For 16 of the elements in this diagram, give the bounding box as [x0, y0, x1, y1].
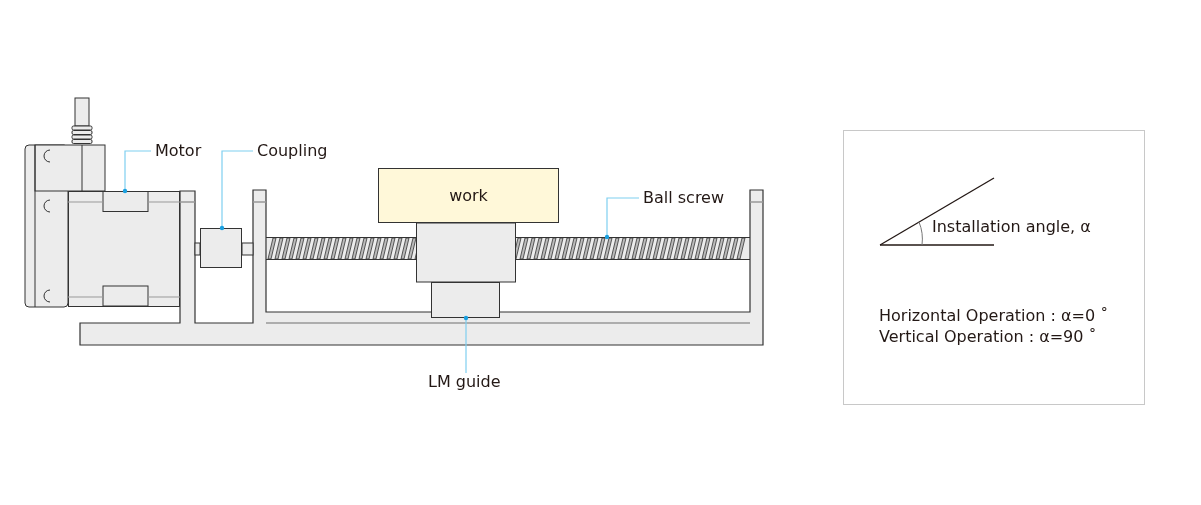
part-label: Motor	[155, 142, 202, 160]
leader-line	[604, 197, 640, 240]
operation-note: Horizontal Operation : α=0 ˚	[879, 307, 1109, 325]
operation-note: Vertical Operation : α=90 ˚	[879, 328, 1097, 346]
part-label: Ball screw	[643, 189, 725, 207]
leader-line	[122, 150, 152, 194]
angle-label: Installation angle, α	[932, 218, 1091, 236]
leader-line	[463, 315, 469, 374]
lm-guide-block	[431, 282, 500, 318]
leader-line	[219, 150, 254, 231]
motor-drawing	[68, 191, 180, 307]
part-label: Coupling	[257, 142, 328, 160]
work-box: work	[378, 168, 559, 223]
coupling-drawing	[200, 228, 242, 268]
angle-info-panel	[843, 130, 1145, 405]
part-label: LM guide	[428, 373, 501, 391]
